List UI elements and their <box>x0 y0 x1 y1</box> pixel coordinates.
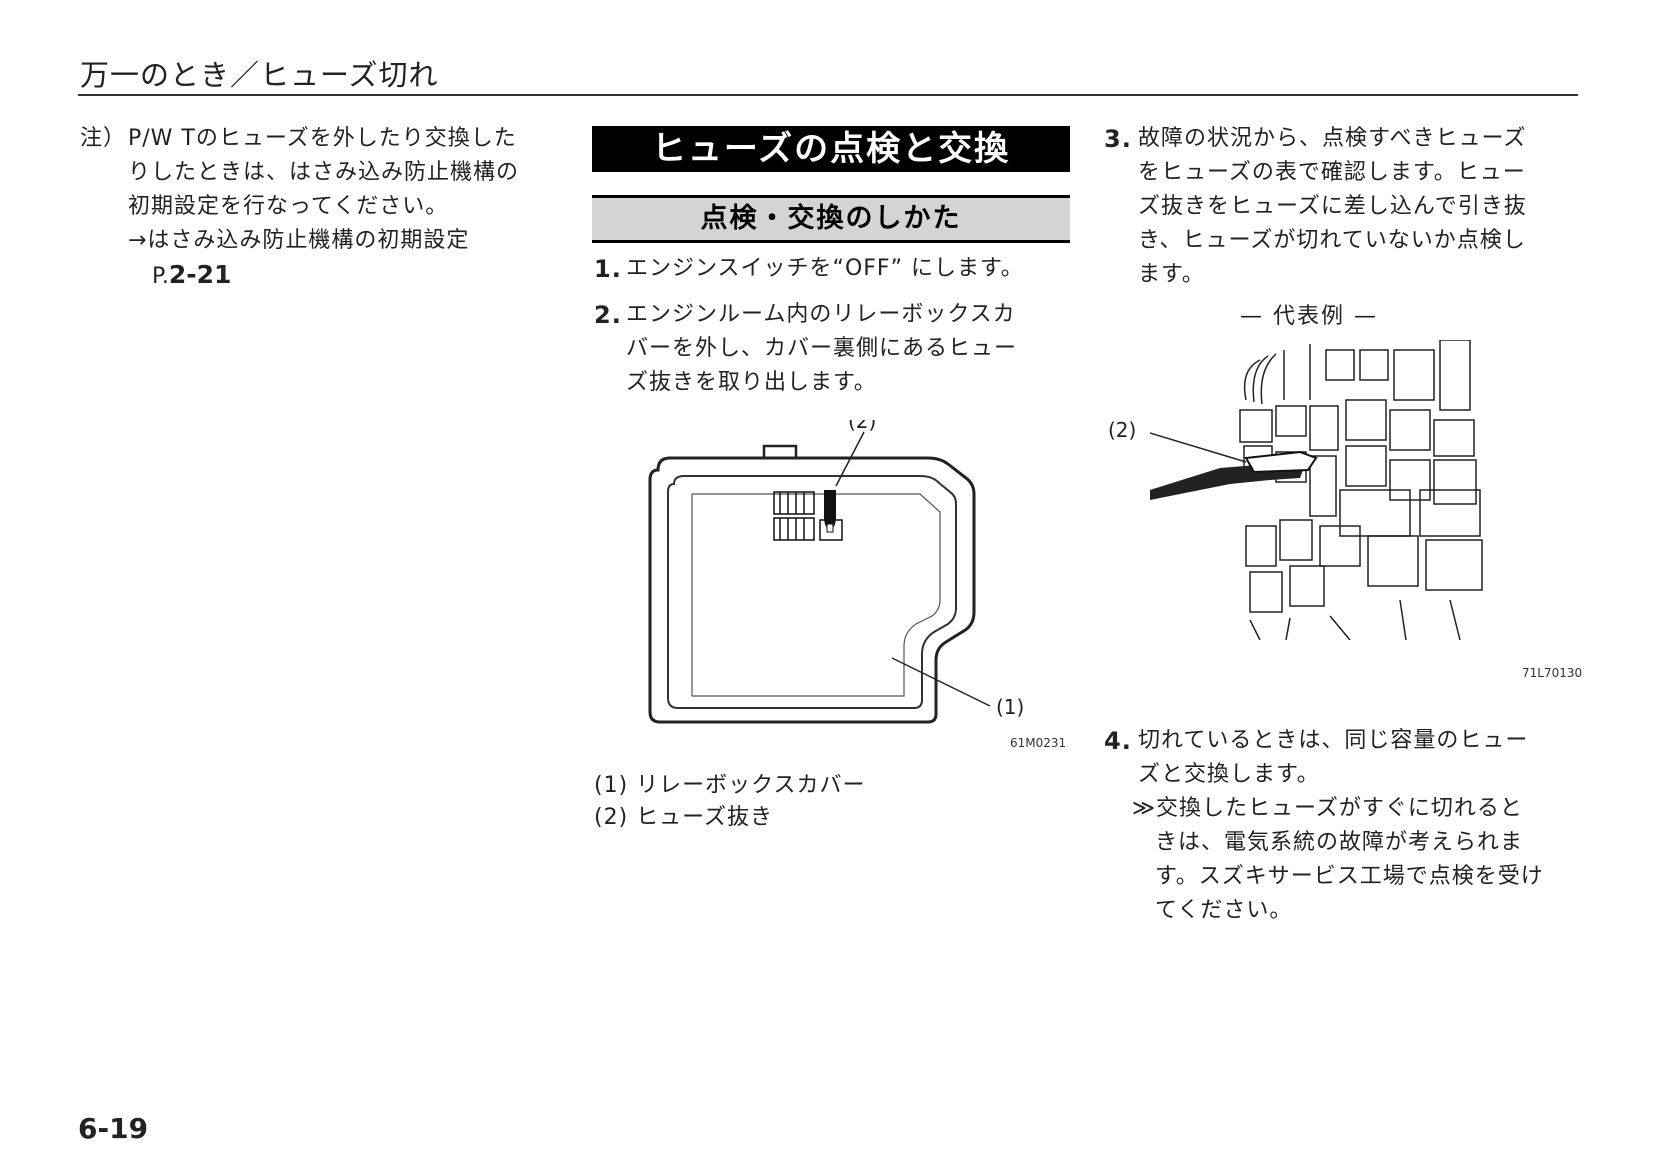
note-line: りしたときは、はさみ込み防止機構の <box>128 160 520 185</box>
note-line: てください。 <box>1132 898 1293 923</box>
fuse-puller-icon <box>1150 450 1318 500</box>
step-line: き、ヒューズが切れていないか点検し <box>1138 228 1526 253</box>
page-ref-number: 2-21 <box>168 260 232 289</box>
callout-1-label: (1) <box>996 695 1024 719</box>
note-line: す。スズキサービス工場で点検を受け <box>1132 864 1544 889</box>
fuse-box-figure <box>1150 340 1483 640</box>
step-number: 3. <box>1104 125 1132 153</box>
note-line: P/W Tのヒューズを外したり交換した <box>128 126 517 151</box>
subsection-title: 点検・交換のしかた <box>592 195 1070 243</box>
step-line: ズ抜きを取り出します。 <box>626 370 877 395</box>
callout-2-label: (2) <box>848 420 876 433</box>
section-title: ヒューズの点検と交換 <box>592 126 1070 172</box>
note-body: P/W Tのヒューズを外したり交換した りしたときは、はさみ込み防止機構の 初期… <box>128 122 568 224</box>
caption-fuse-puller: (2) ヒューズ抜き <box>594 805 774 830</box>
step-line: 故障の状況から、点検すべきヒューズ <box>1138 126 1527 151</box>
step-line: ズ抜きをヒューズに差し込んで引き抜 <box>1138 194 1527 219</box>
page-title: 万一のとき／ヒューズ切れ <box>80 58 439 92</box>
step-line: ズと交換します。 <box>1138 762 1320 787</box>
step-number: 1. <box>594 255 622 283</box>
step-line: バーを外し、カバー裏側にあるヒュー <box>626 336 1018 361</box>
step-line: ます。 <box>1138 262 1205 287</box>
note-reference: →はさみ込み防止機構の初期設定 <box>128 228 470 253</box>
step-number: 4. <box>1104 727 1132 755</box>
relay-box-cover-figure: (2) (1) <box>648 420 1024 724</box>
note-label: 注） <box>80 126 127 151</box>
note-line: 初期設定を行なってください。 <box>128 194 449 219</box>
page-prefix: P. <box>152 264 169 289</box>
callout-2-label: (2) <box>1108 418 1137 442</box>
page-number: 6-19 <box>78 1112 149 1145</box>
fuse-slots <box>773 491 815 541</box>
note-page-reference: P.2-21 <box>152 258 231 294</box>
figure-code: 71L70130 <box>1522 666 1583 680</box>
step-line: 切れているときは、同じ容量のヒュー <box>1138 728 1529 753</box>
step-line: をヒューズの表で確認します。ヒュー <box>1138 160 1526 185</box>
caption-relay-box-cover: (1) リレーボックスカバー <box>594 773 866 798</box>
step-text: エンジンスイッチを“OFF” にします。 <box>626 256 1024 281</box>
step-4-note: ≫交換したヒューズがすぐに切れると きは、電気系統の故障が考えられま す。スズキ… <box>1132 792 1582 928</box>
example-label: — 代表例 — <box>1240 304 1378 329</box>
header-divider <box>78 94 1578 96</box>
note-line: ≫交換したヒューズがすぐに切れると <box>1132 796 1523 821</box>
figure-code: 61M0231 <box>1010 736 1067 750</box>
figure-captions: (1) リレーボックスカバー (2) ヒューズ抜き <box>594 770 866 834</box>
step-line: エンジンルーム内のリレーボックスカ <box>626 302 1016 327</box>
step-number: 2. <box>594 301 622 329</box>
note-line: きは、電気系統の故障が考えられま <box>1132 830 1524 855</box>
fuse-puller-icon <box>819 490 843 541</box>
